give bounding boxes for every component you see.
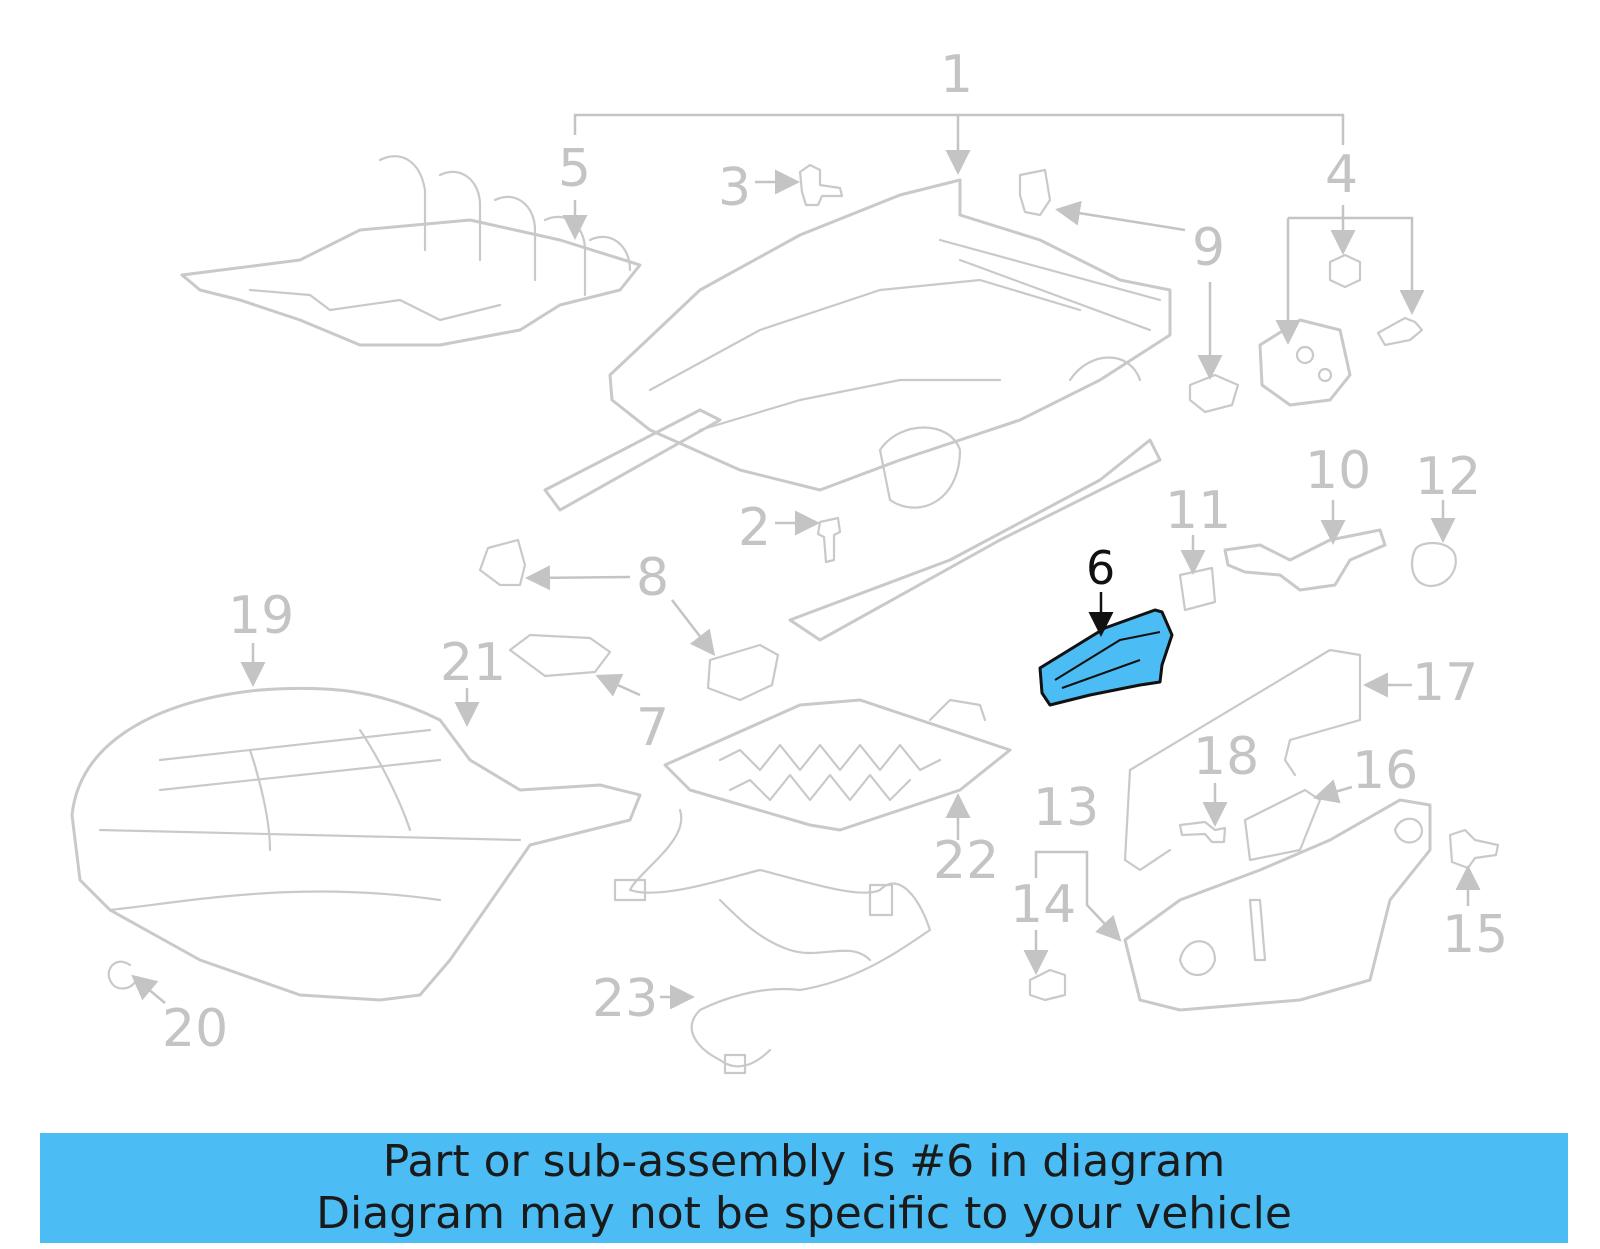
heater-pad-22 <box>663 698 1012 832</box>
highlighted-part-6[interactable] <box>1038 608 1174 707</box>
callout-21: 21 <box>440 633 506 693</box>
callout-14: 14 <box>1010 875 1076 935</box>
callout-15: 15 <box>1442 905 1508 965</box>
seat-cushion-19 <box>70 686 642 1002</box>
pin-15 <box>1448 828 1500 870</box>
callout-numbers: 1 2 3 4 5 6 7 8 9 10 11 12 13 14 15 16 1… <box>162 45 1508 1059</box>
callout-23: 23 <box>592 969 658 1029</box>
callout-13: 13 <box>1033 778 1099 838</box>
outer-panel-13 <box>1123 798 1432 1012</box>
cover-8 <box>478 538 780 702</box>
callout-3: 3 <box>718 158 751 218</box>
parts-10-11-12 <box>1178 528 1457 612</box>
callout-22: 22 <box>933 831 999 891</box>
callout-16: 16 <box>1352 741 1418 801</box>
info-banner: Part or sub-assembly is #6 in diagram Di… <box>40 1133 1568 1243</box>
callout-4: 4 <box>1325 145 1358 205</box>
callout-lines <box>131 113 1481 1010</box>
callout-20: 20 <box>162 999 228 1059</box>
trim-16 <box>1243 788 1322 862</box>
callout-12: 12 <box>1415 447 1481 507</box>
wire-harness-23 <box>613 808 932 1075</box>
bolt-3 <box>798 163 844 207</box>
clip-21-7 <box>508 633 612 678</box>
callout-17: 17 <box>1412 653 1478 713</box>
callout-5: 5 <box>558 139 591 199</box>
banner-line-1: Part or sub-assembly is #6 in diagram <box>382 1136 1226 1187</box>
clip-14 <box>1028 968 1067 1002</box>
banner-line-2: Diagram may not be specific to your vehi… <box>316 1188 1292 1239</box>
callout-9: 9 <box>1192 218 1225 278</box>
recliner-bracket-4 <box>1258 253 1424 407</box>
callout-2: 2 <box>738 498 771 558</box>
seat-frame <box>543 178 1172 642</box>
callout-1: 1 <box>940 45 973 105</box>
callout-19: 19 <box>228 586 294 646</box>
callout-11: 11 <box>1165 481 1231 541</box>
callout-18: 18 <box>1193 727 1259 787</box>
screw-18 <box>1178 820 1227 844</box>
callout-8: 8 <box>636 548 669 608</box>
callout-7: 7 <box>636 698 669 758</box>
clip-20 <box>107 960 137 990</box>
callout-10: 10 <box>1305 441 1371 501</box>
frame-wire-17 <box>1123 648 1362 872</box>
callout-6: 6 <box>1086 541 1115 595</box>
bolt-2 <box>816 516 842 564</box>
